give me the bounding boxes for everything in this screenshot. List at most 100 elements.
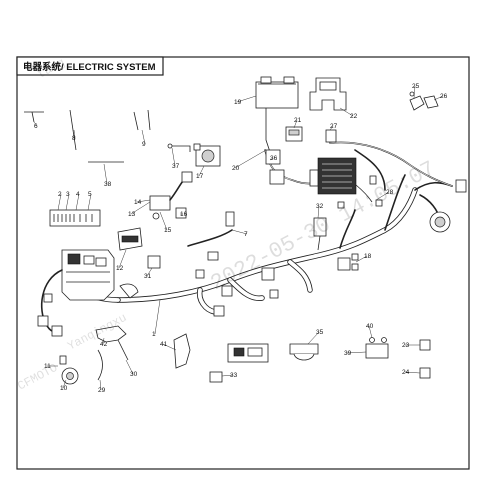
actuator bbox=[193, 143, 221, 167]
sensor bbox=[313, 217, 327, 251]
cable bbox=[97, 349, 103, 381]
callout-27: 27 bbox=[330, 123, 338, 130]
connector bbox=[147, 255, 161, 269]
callout-29: 29 bbox=[98, 387, 106, 394]
callout-leader bbox=[236, 95, 257, 103]
callout-leader bbox=[375, 191, 390, 201]
callout-leader bbox=[293, 119, 298, 129]
callout-leader bbox=[57, 193, 62, 211]
battery-strap bbox=[265, 108, 271, 153]
callout-42: 42 bbox=[100, 341, 108, 348]
callout-leader bbox=[62, 379, 67, 389]
callout-6: 6 bbox=[34, 123, 38, 130]
callout-leader bbox=[65, 193, 70, 211]
callout-25: 25 bbox=[412, 83, 420, 90]
callout-21: 21 bbox=[294, 117, 302, 124]
diagram-frame bbox=[16, 56, 470, 470]
callout-33: 33 bbox=[230, 372, 238, 379]
clamp bbox=[289, 343, 319, 361]
callout-leader bbox=[154, 299, 161, 335]
callout-8: 8 bbox=[72, 135, 76, 142]
callout-leader bbox=[413, 85, 416, 99]
callout-39: 39 bbox=[344, 350, 352, 357]
callout-11: 11 bbox=[44, 363, 51, 370]
callout-19: 19 bbox=[234, 99, 242, 106]
callout-leader bbox=[231, 229, 248, 235]
callout-leader bbox=[141, 129, 146, 145]
callout-leader bbox=[162, 343, 177, 351]
callout-31: 31 bbox=[144, 273, 152, 280]
callout-leader bbox=[99, 379, 102, 391]
connector bbox=[43, 293, 53, 303]
callout-14: 14 bbox=[134, 199, 142, 206]
connector bbox=[209, 371, 223, 383]
callout-12: 12 bbox=[116, 265, 124, 272]
connector bbox=[265, 149, 285, 185]
callout-leader bbox=[171, 147, 176, 167]
callout-7: 7 bbox=[244, 231, 248, 238]
harness-connectors bbox=[195, 251, 279, 317]
bracket-plate bbox=[173, 333, 191, 369]
callout-leader bbox=[73, 129, 76, 139]
callout-35: 35 bbox=[316, 329, 324, 336]
voltage-regulator bbox=[309, 157, 357, 195]
connector bbox=[225, 211, 235, 227]
callout-leader bbox=[136, 199, 151, 203]
callout-leader bbox=[130, 201, 151, 215]
title-box bbox=[16, 56, 164, 76]
cable bbox=[117, 339, 129, 361]
callout-leader bbox=[146, 267, 153, 277]
connector bbox=[455, 179, 467, 193]
callout-26: 26 bbox=[440, 93, 448, 100]
callout-leader bbox=[307, 331, 320, 345]
callout-10: 10 bbox=[60, 385, 68, 392]
connector bbox=[337, 253, 359, 271]
callout-leader bbox=[221, 374, 234, 377]
callout-38: 38 bbox=[104, 181, 112, 188]
horn-relay bbox=[59, 355, 79, 385]
callout-20: 20 bbox=[232, 165, 240, 172]
callout-leader bbox=[346, 351, 367, 354]
callout-leader bbox=[404, 371, 421, 374]
callout-36: 36 bbox=[270, 155, 278, 162]
sensor bbox=[419, 339, 431, 379]
callout-13: 13 bbox=[128, 211, 136, 218]
callout-leader bbox=[33, 121, 38, 127]
sensor-group bbox=[149, 171, 193, 220]
callout-leader bbox=[339, 107, 354, 117]
callout-30: 30 bbox=[130, 371, 138, 378]
connector bbox=[37, 315, 49, 327]
callout-3: 3 bbox=[66, 191, 70, 198]
callout-2: 2 bbox=[58, 191, 62, 198]
bracket bbox=[309, 77, 347, 111]
callout-leader bbox=[317, 205, 320, 219]
callout-leader bbox=[103, 163, 108, 185]
relay bbox=[285, 126, 303, 142]
callout-28: 28 bbox=[386, 189, 394, 196]
rod bbox=[24, 111, 44, 123]
battery bbox=[255, 76, 299, 109]
callout-23: 23 bbox=[402, 342, 410, 349]
connector-cable bbox=[170, 145, 191, 152]
diagram-title: 电器系统/ ELECTRIC SYSTEM bbox=[23, 61, 156, 73]
callout-leader bbox=[125, 359, 134, 375]
callout-1: 1 bbox=[152, 331, 156, 338]
callout-leader bbox=[75, 193, 80, 211]
callout-18: 18 bbox=[364, 253, 372, 260]
horn bbox=[429, 211, 451, 233]
cable-tie bbox=[69, 109, 77, 151]
callout-9: 9 bbox=[142, 141, 146, 148]
callout-32: 32 bbox=[316, 203, 324, 210]
fuse-box bbox=[49, 209, 101, 227]
callout-leader bbox=[159, 211, 168, 231]
callout-leader bbox=[269, 157, 274, 161]
callout-17: 17 bbox=[196, 173, 204, 180]
connector bbox=[51, 325, 63, 337]
springs bbox=[133, 109, 151, 131]
long-tie bbox=[187, 229, 233, 247]
callout-leader bbox=[329, 125, 334, 131]
callout-leader bbox=[368, 325, 373, 339]
callout-leader bbox=[87, 193, 92, 211]
